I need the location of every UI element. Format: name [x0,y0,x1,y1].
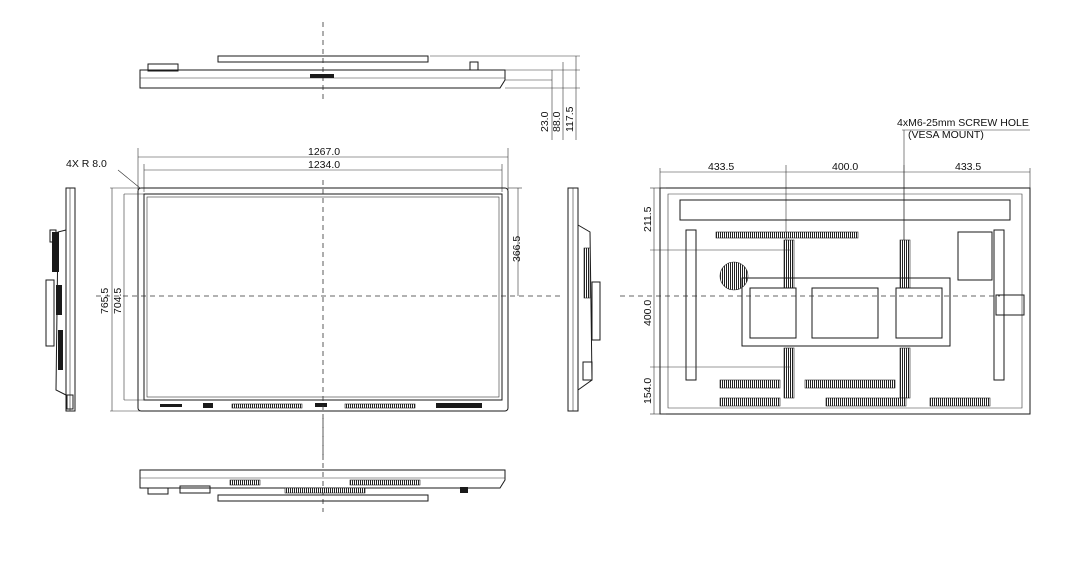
rear-speaker-grille [719,261,749,291]
top-view [139,22,580,140]
dim-top-depth-3: 117.5 [564,106,576,132]
dim-screen-height: 704.5 [112,288,124,314]
top-logo-bar [310,74,334,78]
dim-rear-left: 433.5 [708,161,734,173]
bottom-body [139,469,506,489]
vesa-mount-bracket [741,277,951,347]
dim-rear-top-offset: 211.5 [642,206,654,232]
dim-rear-bottom-offset: 154.0 [642,378,654,404]
screw-hole-label: 4xM6-25mm SCREW HOLE [897,117,1029,129]
dim-rear-right: 433.5 [955,161,981,173]
top-bracket [217,55,429,63]
rear-outline [659,187,1031,415]
top-body [139,69,506,89]
rear-view [620,129,1031,415]
dim-corner-radius: 4X R 8.0 [66,158,107,170]
dim-center-offset: 366.5 [511,236,523,262]
dim-overall-height: 765.5 [99,288,111,314]
dim-rear-middle: 400.0 [832,161,858,173]
dim-top-depth-1: 23.0 [539,111,551,132]
rear-vent-top [715,231,859,239]
bottom-view [139,418,506,512]
right-side-view [567,187,601,412]
front-view [96,148,560,460]
dim-screen-width: 1234.0 [308,159,340,171]
top-left-port [147,63,179,72]
bottom-bracket [217,494,429,502]
dim-top-depth-2: 88.0 [551,111,563,132]
rear-module-slot [957,231,993,281]
dim-rear-vesa-vertical: 400.0 [642,300,654,326]
front-bezel [137,187,509,412]
left-side-view [45,187,76,412]
vesa-mount-label: (VESA MOUNT) [908,129,984,141]
dim-overall-width: 1267.0 [308,146,340,158]
